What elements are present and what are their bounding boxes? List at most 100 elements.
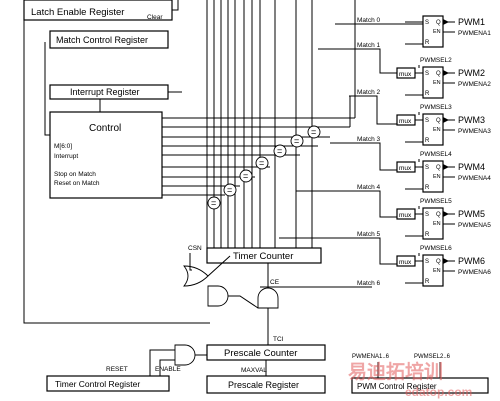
comparator: =	[255, 156, 269, 170]
svg-text:Q: Q	[436, 165, 441, 171]
svg-text:Q: Q	[436, 118, 441, 124]
svg-text:S: S	[425, 20, 429, 26]
svg-text:Q: Q	[436, 259, 441, 265]
timer-control-register: Timer Control Register	[46, 375, 170, 392]
svg-text:EN: EN	[433, 221, 441, 227]
watermark: 易迪拓培训 edatop.com	[348, 360, 472, 399]
svg-text:PWMENA6: PWMENA6	[458, 269, 491, 276]
svg-text:M[6:0]: M[6:0]	[54, 143, 72, 150]
match-control-wire	[44, 42, 50, 136]
svg-text:R: R	[425, 232, 430, 238]
svg-text:mux: mux	[399, 259, 412, 266]
svg-text:易迪拓培训: 易迪拓培训	[348, 360, 443, 383]
svg-text:Timer Counter: Timer Counter	[233, 251, 293, 262]
control-feedback-wire	[23, 12, 210, 324]
svg-text:R: R	[425, 279, 430, 285]
signal-labels: CSN CE TCI RESET ENABLE MAXVAL	[106, 245, 284, 374]
svg-text:ENABLE: ENABLE	[155, 366, 181, 373]
svg-text:PWMENA2: PWMENA2	[458, 81, 491, 88]
svg-text:Control: Control	[89, 123, 121, 134]
comparator-symbol: =	[311, 127, 316, 137]
svg-text:Match 0: Match 0	[357, 17, 381, 24]
svg-text:PWMSEL2..6: PWMSEL2..6	[414, 354, 451, 360]
svg-text:Reset on Match: Reset on Match	[54, 180, 100, 187]
svg-text:CSN: CSN	[188, 245, 202, 252]
svg-text:S: S	[425, 259, 429, 265]
and-gate-ce	[257, 287, 279, 309]
comparators: =======	[207, 125, 321, 210]
svg-text:EN: EN	[433, 80, 441, 86]
prescale-counter: Prescale Counter	[206, 344, 326, 361]
comparator: =	[239, 169, 253, 183]
pwm-control-register: PWM Control Register PWMENA1..6 PWMSEL2.…	[351, 354, 489, 394]
svg-text:PWMSEL5: PWMSEL5	[420, 198, 452, 205]
svg-text:PWM5: PWM5	[458, 209, 485, 219]
control-block: Control M[6:0] Interrupt Stop on Match R…	[49, 111, 163, 199]
svg-text:Match 4: Match 4	[357, 184, 381, 191]
svg-text:PWM1: PWM1	[458, 17, 485, 27]
svg-text:Q: Q	[436, 212, 441, 218]
comparator: =	[223, 183, 237, 197]
svg-text:PWMENA1: PWMENA1	[458, 30, 491, 37]
comparator-symbol: =	[227, 185, 232, 195]
svg-text:Timer Control Register: Timer Control Register	[55, 379, 140, 389]
svg-text:R: R	[425, 138, 430, 144]
svg-text:mux: mux	[399, 212, 412, 219]
comparator-bus	[206, 0, 313, 248]
svg-text:S: S	[425, 71, 429, 77]
match-labels: Match 0 Match 1 Match 2 Match 3 Match 4 …	[357, 17, 381, 287]
latch-enable-register: Latch Enable Register Clear	[23, 0, 179, 21]
svg-text:Match 1: Match 1	[357, 42, 381, 49]
svg-text:PWM Control Register: PWM Control Register	[357, 382, 437, 391]
svg-text:S: S	[425, 165, 429, 171]
svg-text:PWM2: PWM2	[458, 68, 485, 78]
svg-text:S: S	[425, 118, 429, 124]
svg-text:R: R	[425, 91, 430, 97]
svg-text:CE: CE	[270, 279, 280, 286]
comparator: =	[207, 196, 221, 210]
svg-text:Match 5: Match 5	[357, 231, 381, 238]
svg-text:PWMSEL2: PWMSEL2	[420, 57, 452, 64]
svg-text:EN: EN	[433, 268, 441, 274]
comparator-symbol: =	[259, 158, 264, 168]
svg-text:Latch Enable Register: Latch Enable Register	[31, 7, 124, 18]
and-gate-top	[207, 285, 229, 307]
svg-text:TCI: TCI	[273, 336, 284, 343]
svg-text:EN: EN	[433, 29, 441, 35]
svg-text:PWM6: PWM6	[458, 256, 485, 266]
svg-text:EN: EN	[433, 174, 441, 180]
svg-text:mux: mux	[399, 118, 412, 125]
svg-text:Clear: Clear	[147, 14, 163, 21]
comparator-symbol: =	[211, 198, 216, 208]
svg-text:PWM4: PWM4	[458, 162, 485, 172]
svg-text:Match 6: Match 6	[357, 280, 381, 287]
svg-text:Match 3: Match 3	[357, 136, 381, 143]
comparator-symbol: =	[294, 136, 299, 146]
svg-text:Q: Q	[436, 20, 441, 26]
svg-text:PWMENA4: PWMENA4	[458, 175, 491, 182]
svg-text:Q: Q	[436, 71, 441, 77]
svg-text:PWMSEL6: PWMSEL6	[420, 245, 452, 252]
svg-text:PWMENA1..6: PWMENA1..6	[352, 354, 390, 360]
match-control-register: Match Control Register	[49, 30, 169, 49]
svg-text:Match 2: Match 2	[357, 89, 381, 96]
comparator: =	[307, 125, 321, 139]
comparator-symbol: =	[243, 171, 248, 181]
svg-text:mux: mux	[399, 165, 412, 172]
timer-counter: Timer Counter	[206, 247, 322, 264]
svg-text:PWMENA3: PWMENA3	[458, 128, 491, 135]
svg-text:Stop on Match: Stop on Match	[54, 171, 96, 178]
svg-text:mux: mux	[399, 71, 412, 78]
svg-text:Interrupt Register: Interrupt Register	[70, 87, 140, 97]
svg-text:PWMENA5: PWMENA5	[458, 222, 491, 229]
svg-text:R: R	[425, 185, 430, 191]
control-to-comparators	[162, 117, 355, 196]
svg-text:Match Control Register: Match Control Register	[56, 35, 148, 45]
